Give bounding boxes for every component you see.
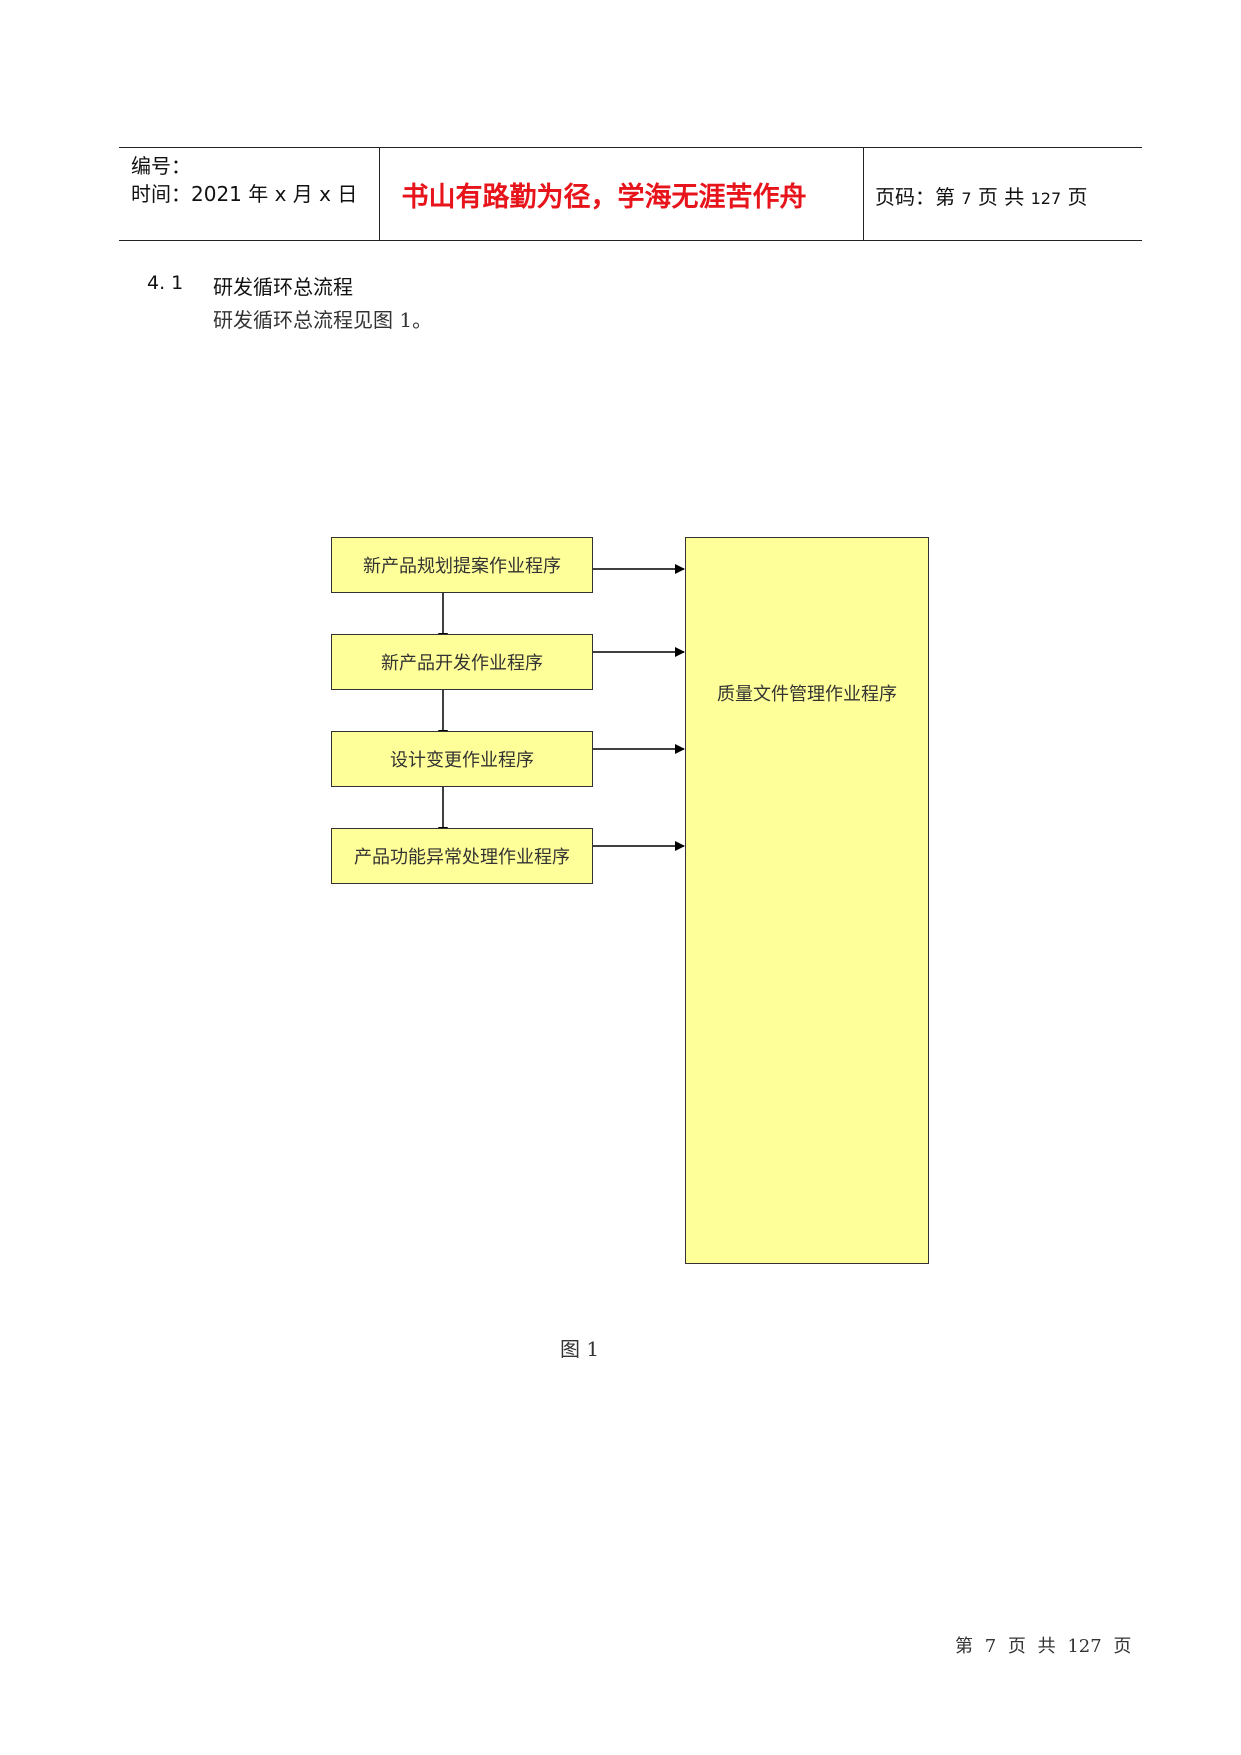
page-header: 编号： 时间：2021 年 x 月 x 日 书山有路勤为径，学海无涯苦作舟 页码… [119, 147, 1142, 241]
flow-step-anomaly-handling: 产品功能异常处理作业程序 [331, 828, 593, 884]
flow-target-quality-docs: 质量文件管理作业程序 [685, 537, 929, 1264]
page-prefix: 页码：第 [875, 185, 955, 209]
section-number: 4. 1 [147, 272, 184, 294]
header-divider [379, 148, 380, 240]
flow-step-planning: 新产品规划提案作业程序 [331, 537, 593, 593]
header-meta: 编号： 时间：2021 年 x 月 x 日 [131, 152, 491, 208]
figure-caption: 图 1 [560, 1337, 600, 1361]
page-total: 127 [1030, 189, 1062, 208]
flow-step-development: 新产品开发作业程序 [331, 634, 593, 690]
header-divider [863, 148, 864, 240]
section-title: 研发循环总流程 [213, 275, 353, 299]
page-suffix: 页 [1067, 185, 1088, 209]
header-page-info: 页码：第 7 页 共 127 页 [875, 181, 1088, 210]
page-mid: 页 共 [977, 185, 1025, 209]
header-motto: 书山有路勤为径，学海无涯苦作舟 [401, 182, 807, 213]
serial-label: 编号： [131, 154, 191, 178]
section-body: 研发循环总流程见图 1。 [213, 308, 433, 332]
flow-step-design-change: 设计变更作业程序 [331, 731, 593, 787]
page-number: 7 [961, 189, 972, 208]
page-footer: 第 7 页 共 127 页 [955, 1636, 1132, 1657]
time-label: 时间：2021 年 x 月 x 日 [131, 182, 358, 206]
